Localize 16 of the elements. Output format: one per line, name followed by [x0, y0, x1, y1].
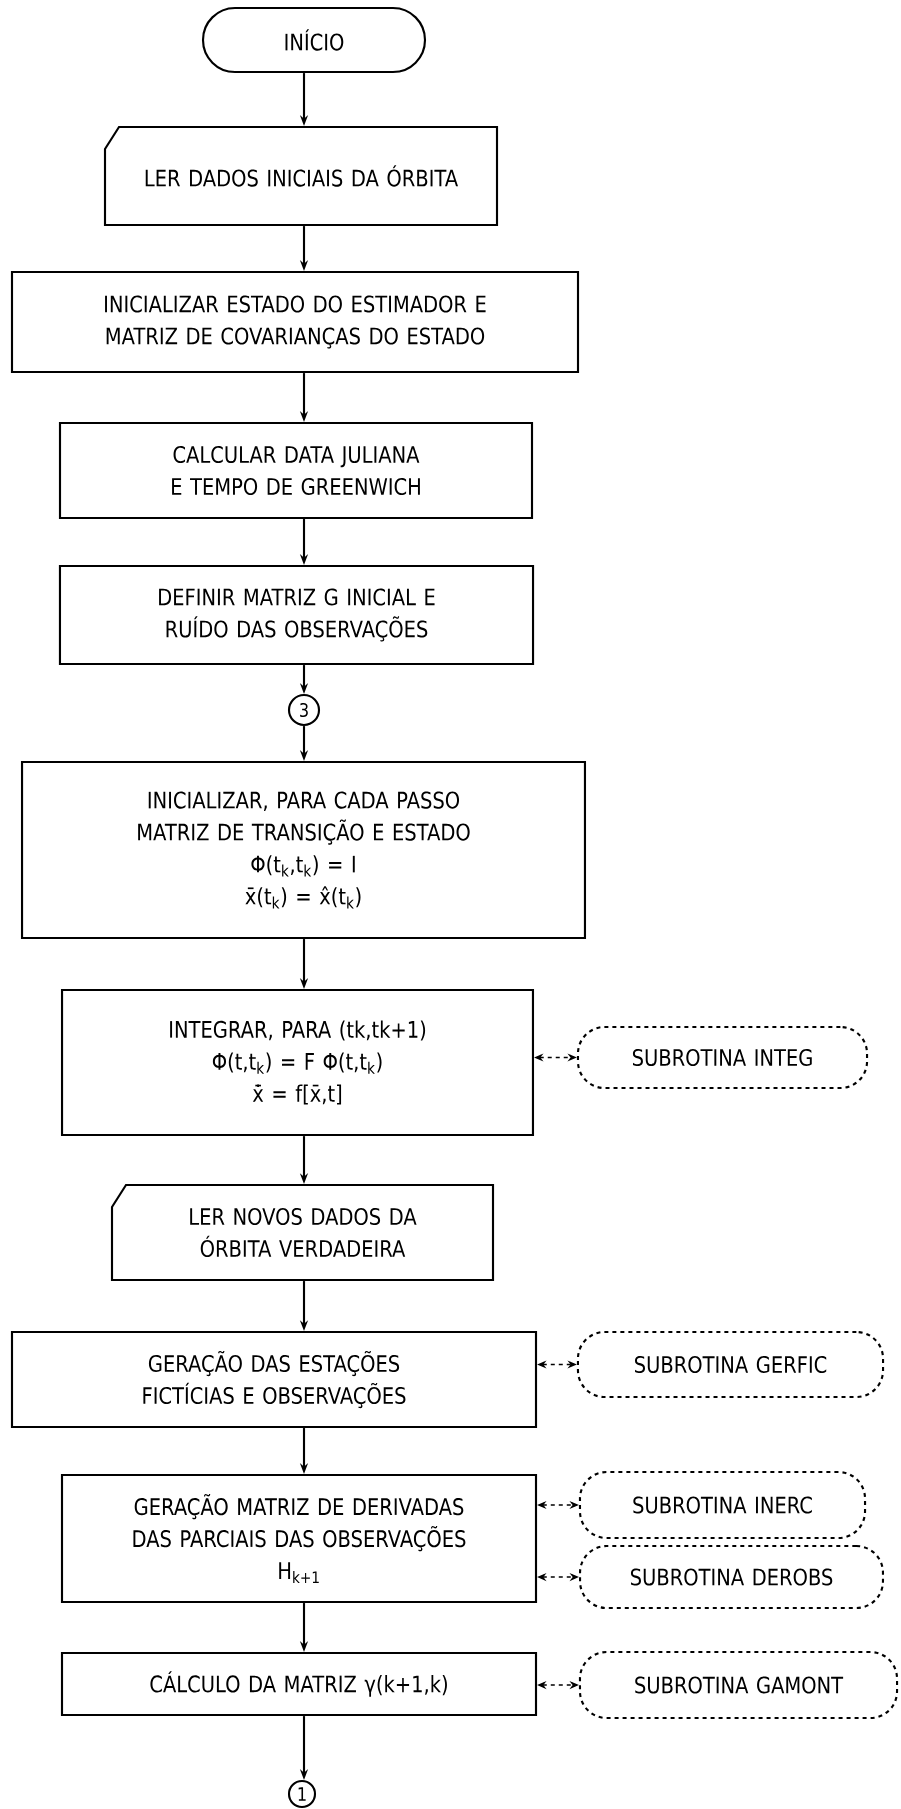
process-box: GERAÇÃO DAS ESTAÇÕES FICTÍCIAS E OBSERVAÇÕES — [10, 1331, 538, 1429]
subroutine-box: SUBROTINA GERFIC — [576, 1330, 885, 1399]
process-box: DEFINIR MATRIZ G INICIAL E RUÍDO DAS OBSERVAÇÕES — [58, 564, 535, 666]
input-box: LER NOVOS DADOS DA ÓRBITA VERDADEIRA — [110, 1183, 495, 1282]
process-box: INICIALIZAR ESTADO DO ESTIMADOR E MATRIZ DE COVARIANÇAS DO ESTADO — [10, 270, 580, 374]
process-box: INICIALIZAR, PARA CADA PASSO MATRIZ DE TRANSIÇÃO E ESTADO Φ(t$_{k}$,t$_{k}$) = I x̄(t$_{k}$) = x̂(t$_{k}$) — [20, 760, 587, 940]
subroutine-box: SUBROTINA GAMONT — [578, 1650, 899, 1720]
process-box: CALCULAR DATA JULIANA E TEMPO DE GREENWICH — [58, 421, 534, 520]
process-box: INTEGRAR, PARA (tk,tk+1) Φ(t,t$_{k}$) = F Φ(t,t$_{k}$) x̄̇ = f[x̄,t] — [60, 988, 535, 1137]
terminal-box: INÍCIO — [201, 6, 427, 74]
process-box: CÁLCULO DA MATRIZ γ(k+1,k) — [60, 1651, 538, 1717]
subroutine-box: SUBROTINA INTEG — [576, 1025, 869, 1090]
subroutine-box: SUBROTINA DEROBS — [578, 1544, 885, 1610]
input-box: LER DADOS INICIAIS DA ÓRBITA — [103, 125, 499, 227]
subroutine-box: SUBROTINA INERC — [578, 1470, 867, 1540]
process-box: GERAÇÃO MATRIZ DE DERIVADAS DAS PARCIAIS DAS OBSERVAÇÕES H$_{k+1}$ — [60, 1474, 538, 1604]
